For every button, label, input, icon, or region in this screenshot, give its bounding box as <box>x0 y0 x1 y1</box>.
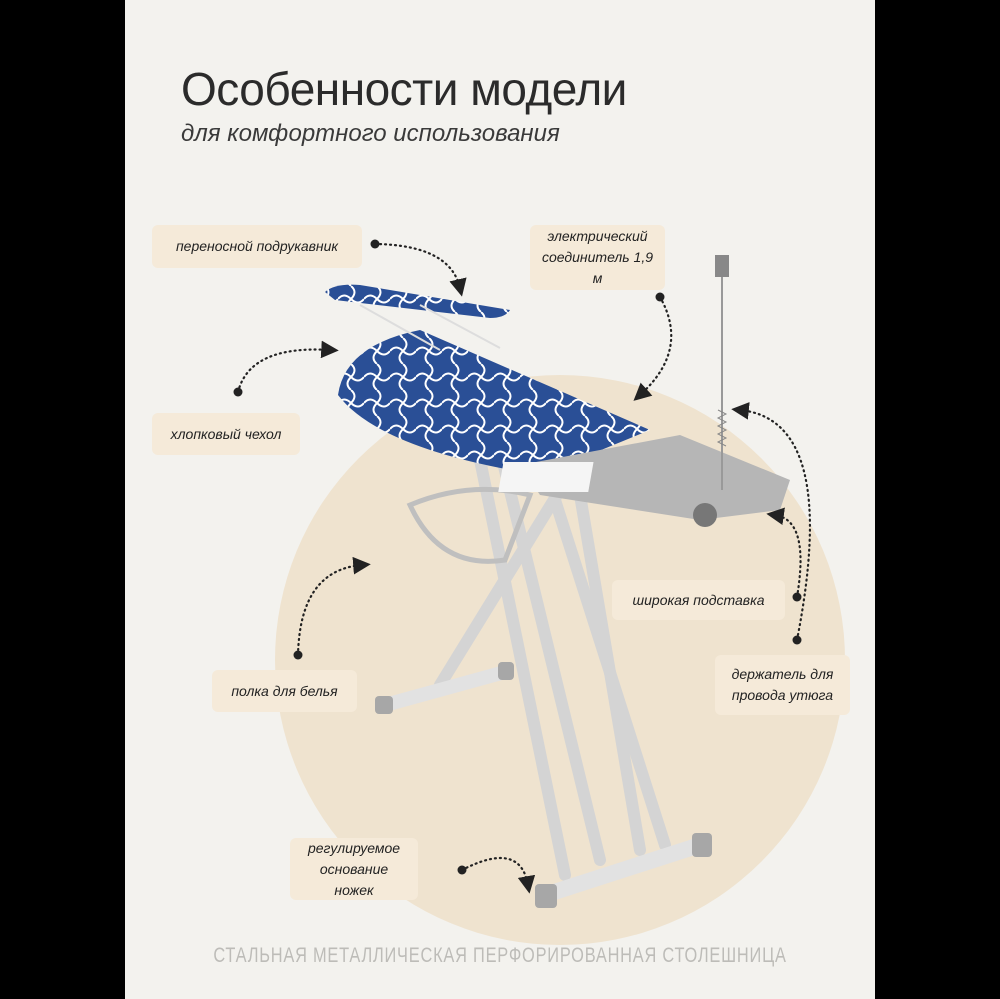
legs <box>434 444 671 881</box>
label-cotton-cover: хлопковый чехол <box>152 413 300 455</box>
footer-caption: СТАЛЬНАЯ МЕТАЛЛИЧЕСКАЯ ПЕРФОРИРОВАННАЯ С… <box>213 944 787 967</box>
label-sleeve-board: переносной подрукавник <box>152 225 362 268</box>
label-cord-holder: держатель для провода утюга <box>715 655 850 715</box>
feet <box>375 662 712 908</box>
callout-lines <box>236 242 811 894</box>
label-electric-connector: электрический соединитель 1,9 м <box>530 225 665 290</box>
label-adjustable-feet: регулируемое основание ножек <box>290 838 418 900</box>
shelf <box>406 486 534 564</box>
page-subtitle: для комфортного использования <box>181 120 560 147</box>
label-wide-rest: широкая подставка <box>612 580 785 620</box>
page-title: Особенности модели <box>181 63 627 115</box>
callout-dots <box>233 239 802 875</box>
label-linen-shelf: полка для белья <box>212 670 357 712</box>
board-cover <box>338 330 650 475</box>
sleeve-board <box>325 284 510 318</box>
